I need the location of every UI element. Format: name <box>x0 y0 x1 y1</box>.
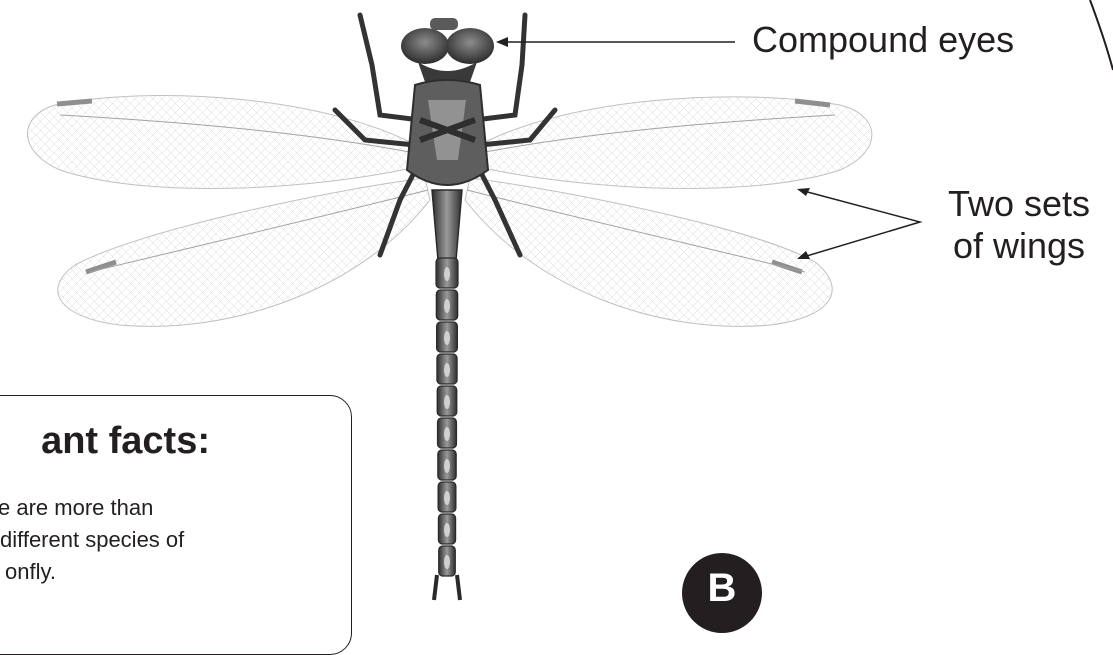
abdomen-spot <box>444 395 450 409</box>
compound-eyes-label: Compound eyes <box>752 19 1014 61</box>
left-hindwing <box>58 178 430 326</box>
abdomen-spot <box>444 491 450 505</box>
fact-line: e are more than <box>0 495 153 521</box>
wings-label-line1: Two sets <box>944 183 1094 225</box>
section-badge: B <box>682 553 762 633</box>
wings-pointer <box>800 190 920 258</box>
right-compound-eye <box>446 28 494 64</box>
wings-label: Two sets of wings <box>944 183 1094 267</box>
abdomen-tip <box>434 575 460 600</box>
abdomen-spot <box>444 555 450 569</box>
left-forewing-tip <box>57 101 92 104</box>
fact-line: onfly. <box>5 559 56 585</box>
abdomen-spot <box>444 523 450 537</box>
eyes-arrowhead <box>496 37 508 47</box>
facts-title: ant facts: <box>0 420 210 463</box>
abdomen-segments <box>436 258 458 576</box>
head <box>401 18 494 87</box>
abdomen-spot <box>444 459 450 473</box>
left-compound-eye <box>401 28 449 64</box>
abdomen-spot <box>444 267 450 281</box>
abdomen-spot <box>444 363 450 377</box>
page-corner-arc <box>1090 0 1113 70</box>
abdomen-spot <box>444 427 450 441</box>
abdomen-spot <box>444 331 450 345</box>
wings-label-line2: of wings <box>944 225 1094 267</box>
fact-line: different species of <box>0 527 184 553</box>
abdomen-spot <box>444 299 450 313</box>
abdomen <box>432 190 462 260</box>
right-forewing <box>470 97 872 189</box>
thorax <box>407 80 488 185</box>
